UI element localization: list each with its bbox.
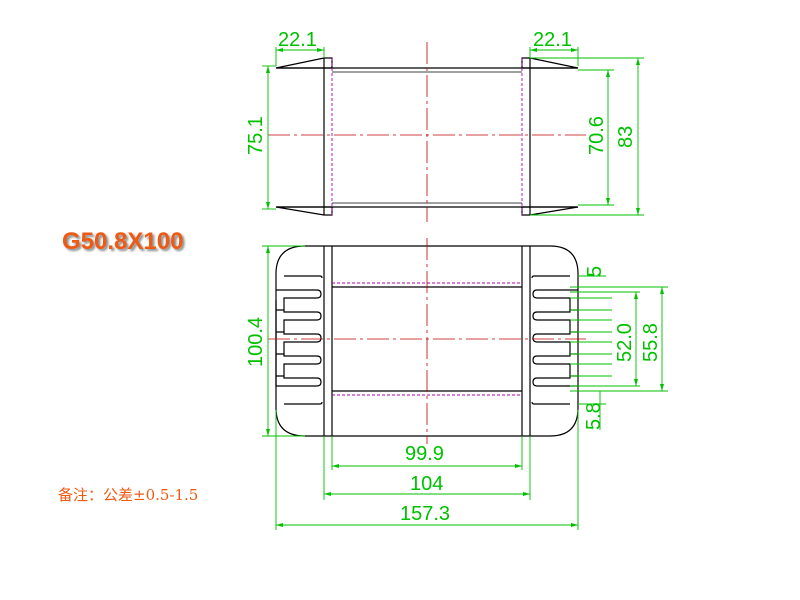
bottom-left-top-cap xyxy=(284,275,323,279)
dim-bottom-inner-height: 52.0 xyxy=(614,323,636,362)
dim-bottom-pin-span: 55.8 xyxy=(640,323,662,362)
dimension-lines xyxy=(262,47,668,530)
top-hidden-lines xyxy=(331,58,523,215)
bottom-right-bottom-cap xyxy=(531,401,570,405)
top-centerlines xyxy=(268,42,586,222)
bottom-left-bottom-cap xyxy=(284,401,323,405)
bottom-right-top-cap xyxy=(531,275,570,279)
dimension-labels: 22.1 22.1 75.1 70.6 83 100.4 5 52.0 55.8… xyxy=(245,29,662,525)
dim-top-right-flange: 22.1 xyxy=(533,29,572,51)
dim-width-total: 157.3 xyxy=(400,503,450,525)
dim-bottom-margin: 5.8 xyxy=(583,402,605,430)
part-title: G50.8X100 xyxy=(62,228,184,255)
right-pin-slots xyxy=(532,289,578,387)
left-pin-slots xyxy=(275,289,322,387)
dim-width-inner: 99.9 xyxy=(405,443,444,465)
dim-top-inner-height: 70.6 xyxy=(586,116,608,155)
dimension-arrows xyxy=(266,48,664,527)
dim-width-mid: 104 xyxy=(410,473,443,495)
bottom-centerlines xyxy=(268,238,586,444)
bottom-view xyxy=(275,245,579,437)
dim-bottom-pin-gap: 5 xyxy=(584,266,606,277)
bottom-outer-profile xyxy=(275,245,579,437)
dim-bottom-total-height: 100.4 xyxy=(245,317,267,367)
dim-top-outer-height: 83 xyxy=(615,126,637,148)
tolerance-note: 备注：公差±0.5-1.5 xyxy=(58,486,199,504)
dim-top-left-flange: 22.1 xyxy=(278,29,317,51)
dim-top-left-height: 75.1 xyxy=(245,116,267,155)
